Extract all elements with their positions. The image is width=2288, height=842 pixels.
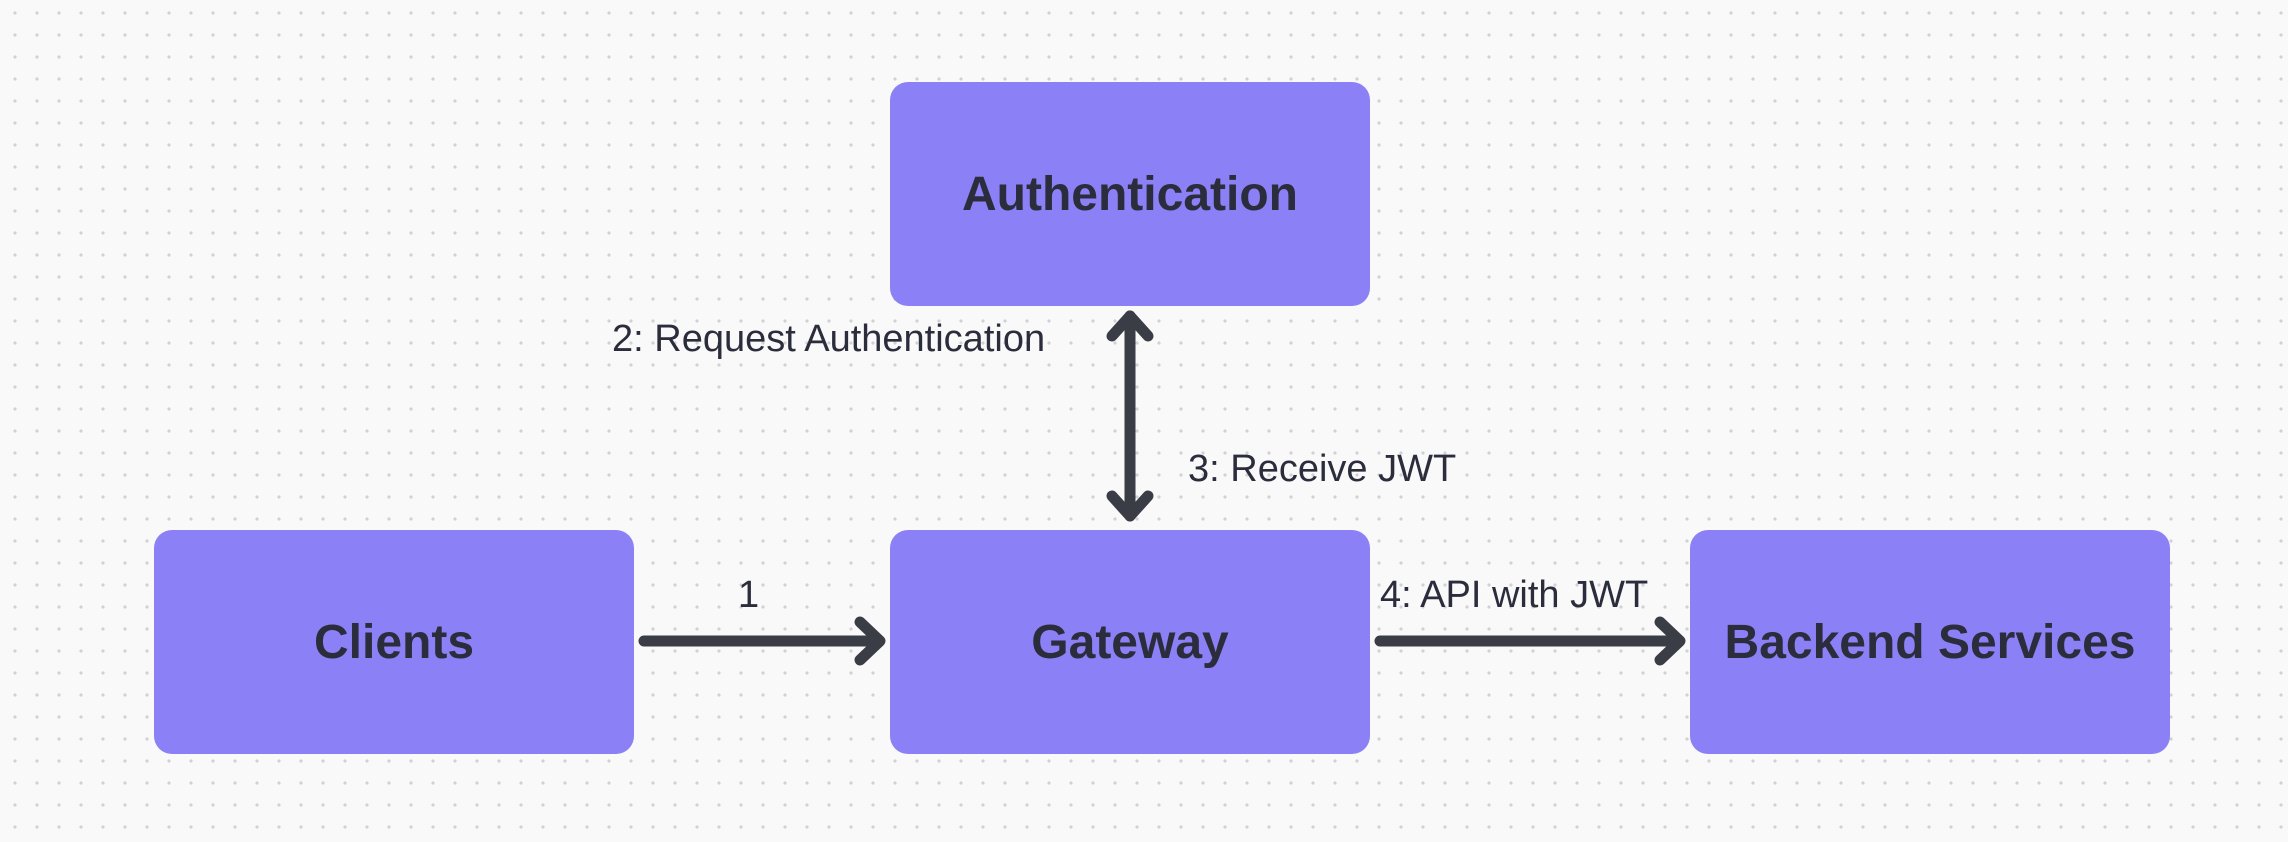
edge-label-receive-jwt: 3: Receive JWT	[1188, 448, 1457, 490]
arrowhead-up-icon	[1106, 310, 1154, 342]
edge-label-clients-to-gateway: 1	[738, 574, 760, 616]
arrowhead-right-icon	[854, 616, 886, 666]
edge-clients-to-gateway	[638, 616, 886, 666]
edge-gateway-authentication	[1106, 310, 1154, 522]
node-gateway[interactable]: Gateway	[890, 530, 1370, 754]
arrowhead-right-icon	[1654, 616, 1686, 666]
arrowhead-down-icon	[1106, 490, 1154, 522]
edge-gateway-to-backend	[1374, 616, 1686, 666]
edge-label-request-authentication: 2: Request Authentication	[612, 318, 1046, 360]
node-clients[interactable]: Clients	[154, 530, 634, 754]
edge-label-api-with-jwt: 4: API with JWT	[1380, 574, 1649, 616]
node-authentication[interactable]: Authentication	[890, 82, 1370, 306]
node-backend-services[interactable]: Backend Services	[1690, 530, 2170, 754]
